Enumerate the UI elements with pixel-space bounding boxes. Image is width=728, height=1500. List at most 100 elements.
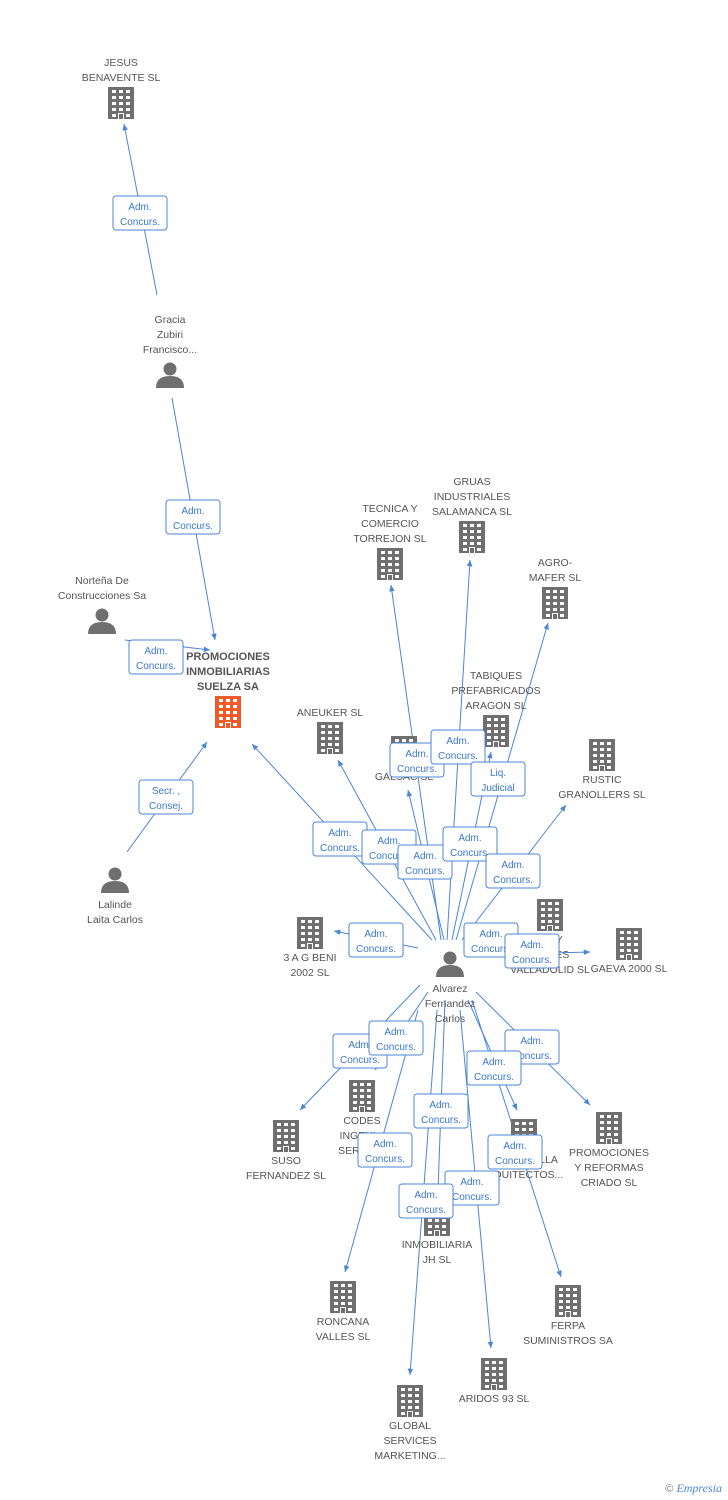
relation-label-alvarez-gruas[interactable]: Adm.Concurs. [430, 729, 486, 765]
relation-text: Consej. [149, 801, 183, 812]
relation-text: Concurs. [474, 1072, 514, 1083]
building-icon [297, 917, 323, 949]
node-label-promo: PROMOCIONES [186, 651, 270, 663]
relation-text: Secr. , [152, 786, 180, 797]
node-label-suso: FERNANDEZ SL [246, 1170, 326, 1182]
relation-text: Adm. [501, 860, 524, 871]
relation-text: Adm. [181, 506, 204, 517]
relation-label-alvarez-aridos[interactable]: Adm. Concurs. [444, 1170, 500, 1206]
relation-text: Liq. [490, 768, 506, 779]
relation-box [485, 853, 541, 889]
building-icon [483, 715, 509, 747]
person-icon [436, 951, 464, 977]
node-label-codes: CODES [343, 1115, 380, 1127]
node-label-tecnica: COMERCIO [361, 518, 419, 530]
relation-label-alvarez-galsac[interactable]: Adm.Concurs. [397, 844, 453, 880]
node-label-global: GLOBAL [389, 1420, 431, 1432]
relation-text: Adm. [348, 1040, 371, 1051]
relation-text: Adm. [482, 1057, 505, 1068]
node-label-alvarez: Fernandez [425, 998, 475, 1010]
relation-text: Concurs. [421, 1115, 461, 1126]
node-gaeva[interactable]: GAEVA 2000 SL [591, 928, 668, 975]
relation-text: Adm. [460, 1177, 483, 1188]
relation-label-alvarez-barquilla[interactable]: Adm. Concurs. [466, 1050, 522, 1086]
node-aridos[interactable]: ARIDOS 93 SL [459, 1358, 530, 1405]
relation-text: Concurs. [512, 955, 552, 966]
building-icon [481, 1358, 507, 1390]
relation-label-alvarez-gaeva[interactable]: Adm.Concurs. [504, 933, 560, 969]
node-label-gruas: INDUSTRIALES [434, 491, 510, 503]
relation-box [112, 195, 168, 231]
relation-label-alvarez-agro[interactable]: Liq.Judicial [470, 761, 526, 797]
relation-label-lalinde-promo[interactable]: Secr. , Consej. [138, 779, 194, 815]
node-label-lalinde: Laita Carlos [87, 914, 143, 926]
node-label-barquilla: ...QUITECTOS... [485, 1169, 564, 1181]
node-label-gracia: Francisco... [143, 344, 197, 356]
relation-label-alvarez-ferpa[interactable]: Adm.Concurs. [487, 1134, 543, 1170]
relation-label-alvarez-roncana[interactable]: Adm.Concurs. [357, 1132, 413, 1168]
relation-text: Concurs. [512, 1051, 552, 1062]
node-nortena[interactable]: Norteña De Construcciones Sa [58, 575, 146, 634]
relation-text: Adm. [414, 1190, 437, 1201]
relation-box [357, 1132, 413, 1168]
node-label-criado: CRIADO SL [581, 1177, 638, 1189]
relation-label-gracia-promo[interactable]: Adm.Concurs. [165, 499, 221, 535]
relation-label-alvarez-agbeni[interactable]: Adm.Concurs. [348, 922, 404, 958]
relation-box [348, 922, 404, 958]
building-icon [555, 1285, 581, 1317]
relation-label-alvarez-global[interactable]: Adm.Concurs. [398, 1183, 454, 1219]
relation-text: Concurs. [471, 944, 511, 955]
relation-box [165, 499, 221, 535]
relation-label-gracia-jesus[interactable]: Adm.Concurs. [112, 195, 168, 231]
relation-label-alvarez-rustic[interactable]: Adm.Concurs. [485, 853, 541, 889]
node-aneuker[interactable]: ANEUKER SL [297, 707, 364, 754]
relation-label-alvarez-promo[interactable]: Adm.Concurs. [312, 821, 368, 857]
node-label-ferpa: FERPA [551, 1320, 585, 1332]
node-label-agbeni: 2002 SL [290, 967, 329, 979]
node-label-gruas: SALAMANCA SL [432, 506, 512, 518]
relation-label-alvarez-codes[interactable]: Adm.Concurs. [368, 1020, 424, 1056]
relation-text: Concurs. [452, 1192, 492, 1203]
node-label-global: SERVICES [384, 1435, 437, 1447]
building-icon [589, 739, 615, 771]
relation-label-alvarez-tabiques[interactable]: Adm.Concurs. [442, 826, 498, 862]
footer: © Empresia [665, 1481, 722, 1496]
node-label-aneuker: ANEUKER SL [297, 707, 364, 719]
relation-text: Concurs. [120, 217, 160, 228]
brand-logo[interactable]: Empresia [676, 1481, 722, 1495]
node-global[interactable]: GLOBALSERVICESMARKETING... [374, 1385, 446, 1462]
relation-labels-layer: Adm. Concurs. Adm. Concurs. Adm. Concurs. Secr… [112, 195, 560, 1219]
node-label-jesus: JESUS [104, 57, 138, 69]
node-label-promo: INMOBILIARIAS [186, 666, 270, 678]
relation-text: Concurs. [340, 1055, 380, 1066]
relation-text: Adm. [520, 1036, 543, 1047]
relation-box [470, 761, 526, 797]
relation-text: Concurs. [356, 944, 396, 955]
node-gracia[interactable]: GraciaZubiriFrancisco... [143, 314, 197, 388]
node-label-tabiques: TABIQUES [470, 670, 522, 682]
relation-label-nortena-promo[interactable]: Adm.Concurs. [128, 639, 184, 675]
node-label-agro: MAFER SL [529, 572, 582, 584]
relation-label-alvarez-inmojh[interactable]: Adm. Concurs. [413, 1093, 469, 1129]
node-agro[interactable]: AGRO-MAFER SL [529, 557, 582, 619]
node-label-nortena: Norteña De [75, 575, 129, 587]
relation-text: Adm. [373, 1139, 396, 1150]
node-label-nortena: Construcciones Sa [58, 590, 146, 602]
building-icon [377, 548, 403, 580]
relation-text: Adm. [429, 1100, 452, 1111]
relation-box [397, 844, 453, 880]
